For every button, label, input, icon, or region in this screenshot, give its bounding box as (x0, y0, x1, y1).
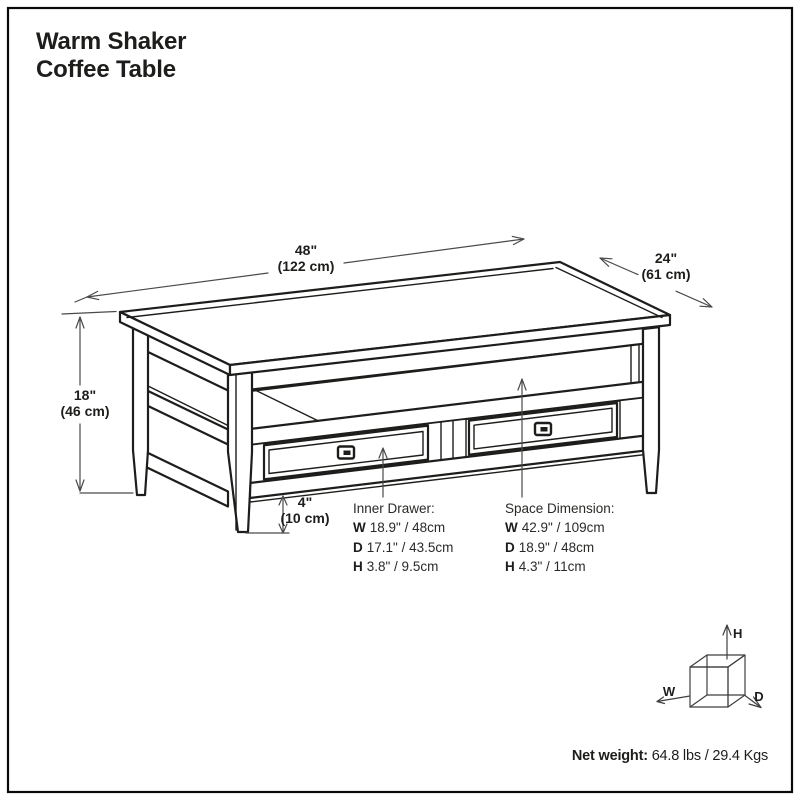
dimension-depth-metric: (61 cm) (641, 265, 691, 282)
dimension-clearance-inches: 4" (297, 494, 313, 510)
dimension-label-depth: 24" (61 cm) (641, 250, 691, 282)
axis-cube-icon: H W D (656, 624, 764, 709)
arrowhead (75, 316, 85, 329)
stile-right (619, 397, 644, 440)
spec-key: H (505, 558, 515, 574)
dimension-clearance-metric: (10 cm) (280, 509, 330, 526)
page-title-line2: Coffee Table (36, 56, 176, 83)
pointer-arrow-space-dimension (517, 378, 527, 498)
pointer-arrow-inner-drawer (378, 447, 388, 498)
cube-axis-d-label: D (754, 689, 763, 704)
arrowhead (748, 696, 762, 709)
dimension-line-depth-24 (599, 257, 713, 308)
page-title-line1: Warm Shaker (36, 28, 187, 55)
drawer-handle-right (533, 421, 553, 437)
spec-value: 17.1" / 43.5cm (366, 539, 454, 555)
dimension-line-height-18 (61, 310, 134, 494)
arrowhead (86, 290, 100, 301)
bottom-rail-under-line (249, 454, 644, 503)
spec-value: 18.9" / 48cm (369, 520, 446, 536)
net-weight-value: 64.8 lbs / 29.4 Kgs (651, 748, 769, 764)
dimension-label-height: 18" (46 cm) (60, 387, 110, 419)
dimension-length-inches: 48" (294, 242, 318, 258)
arrowhead (511, 235, 525, 246)
arrowhead (278, 523, 288, 534)
spec-value: 42.9" / 109cm (521, 520, 605, 536)
stile-center (427, 418, 467, 463)
tabletop-bevel-back-right (555, 266, 663, 319)
arrowhead (378, 447, 388, 459)
tabletop-bevel-back-left (126, 267, 554, 319)
tabletop (118, 260, 672, 377)
spec-value: 18.9" / 48cm (518, 539, 595, 555)
drawer-handle-left (336, 445, 356, 460)
left-shelf-edge (144, 388, 230, 446)
space-dimension-heading: Space Dimension: (505, 501, 615, 516)
leg-front-left (226, 368, 254, 534)
left-stretcher (144, 450, 230, 508)
legs (131, 319, 661, 534)
arrowhead (517, 378, 527, 391)
spec-key: D (353, 539, 363, 555)
dimension-label-length: 48" (122 cm) (277, 242, 335, 274)
coffee-table-illustration (118, 260, 672, 534)
arrowhead (699, 298, 713, 308)
cube-axis-w-label: W (663, 684, 676, 699)
dimension-line-length-48 (74, 235, 525, 303)
dimension-length-metric: (122 cm) (277, 257, 335, 274)
arrowhead (75, 479, 85, 492)
dimension-label-clearance: 4" (10 cm) (280, 494, 330, 526)
spec-key: W (505, 520, 518, 536)
dimension-height-metric: (46 cm) (60, 402, 110, 419)
spec-key: W (353, 520, 366, 536)
dimension-height-inches: 18" (73, 387, 97, 403)
cube-axis-h-label: H (733, 626, 742, 641)
dimension-line-clearance-4 (245, 495, 290, 534)
left-shelf-top-line (145, 384, 229, 427)
leg-back-left (131, 319, 150, 497)
dimension-depth-inches: 24" (654, 250, 678, 266)
net-weight-label: Net weight: (571, 748, 648, 764)
arrowhead (722, 624, 732, 636)
tabletop-front-thickness (228, 313, 672, 377)
page-title: Warm Shaker Coffee Table (36, 28, 187, 84)
spec-key: D (505, 539, 515, 555)
arrowhead (656, 696, 666, 705)
inner-drawer-heading: Inner Drawer: (353, 501, 435, 516)
page-border (6, 6, 794, 794)
shelf-back-edge (252, 344, 634, 390)
leg-front-right (641, 326, 661, 495)
arrowhead (278, 495, 288, 506)
left-face (144, 332, 230, 508)
shelf-left-corner-edge (252, 388, 319, 422)
spec-value: 3.8" / 9.5cm (366, 558, 439, 574)
spec-key: H (353, 558, 363, 574)
spec-value: 4.3" / 11cm (518, 558, 586, 574)
net-weight: Net weight: 64.8 lbs / 29.4 Kgs (572, 748, 768, 764)
arrowhead (599, 257, 613, 267)
